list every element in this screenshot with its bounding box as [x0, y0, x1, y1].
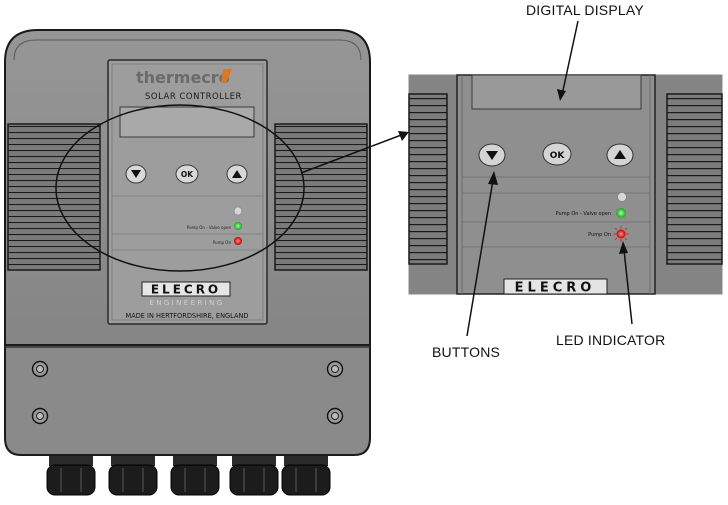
zoom-faceplate	[456, 74, 656, 295]
highlight-ellipse	[55, 104, 305, 272]
pointer-display-head	[557, 89, 566, 101]
maker-logo: ELECRO ENGINEERING	[141, 281, 231, 307]
svg-text:ENGINEERING: ENGINEERING	[149, 299, 224, 307]
buttons-callout: BUTTONS	[432, 344, 501, 360]
zoom-ok-label: OK	[550, 151, 566, 161]
down-button[interactable]	[125, 164, 147, 184]
svg-text:ELECRO: ELECRO	[515, 281, 596, 296]
zoom-led-off	[617, 192, 627, 202]
zoom-led-red	[616, 229, 626, 239]
pointer-display	[561, 20, 579, 96]
zoom-led-label-green: Pump On - Valve open	[556, 211, 611, 217]
zoom-vent-right	[666, 93, 723, 265]
screw-icon	[31, 360, 344, 425]
product-label: SOLAR CONTROLLER	[145, 92, 242, 102]
led-label-red: Pump On	[213, 240, 232, 245]
led-green	[234, 222, 242, 230]
gland-icon	[46, 456, 331, 496]
arrow-down-icon	[131, 170, 141, 178]
led-red	[234, 237, 242, 245]
controller-unit: thermecro SOLAR CONTROLLER OK Pump On - …	[4, 29, 371, 496]
zoom-inset: OK Pump On - Valve open Pump On ELECRO	[408, 74, 723, 296]
svg-text:ELECRO: ELECRO	[151, 283, 221, 297]
zoom-ok-button[interactable]: OK	[542, 142, 572, 166]
led-indicator-callout: LED INDICATOR	[556, 332, 666, 348]
pointer-led-head	[619, 241, 628, 254]
led-off	[233, 206, 243, 216]
zoom-led-green	[616, 208, 626, 218]
arrow-down-icon	[486, 151, 498, 160]
ok-button[interactable]: OK	[175, 164, 199, 184]
zoom-led-red-glow	[613, 226, 629, 242]
zoom-down-button[interactable]	[478, 143, 506, 167]
zoom-digital-display[interactable]	[471, 74, 642, 110]
vent-left	[7, 123, 101, 271]
pointer-led	[623, 249, 633, 325]
digital-display-callout: DIGITAL DISPLAY	[526, 2, 644, 18]
vent-right	[274, 123, 368, 271]
brand-logo: thermecro	[136, 68, 232, 87]
arrow-up-icon	[232, 170, 242, 178]
up-button[interactable]	[226, 164, 248, 184]
digital-display	[119, 106, 255, 138]
zoom-connector	[300, 133, 405, 174]
led-label-green: Pump On - Valve open	[187, 225, 232, 230]
arrowhead	[398, 131, 409, 141]
pointer-buttons-head	[488, 171, 498, 185]
pointer-buttons	[466, 179, 494, 337]
zoom-up-button[interactable]	[606, 143, 634, 167]
zoom-vent-left	[408, 93, 448, 265]
made-in-label: MADE IN HERTFORDSHIRE, ENGLAND	[126, 312, 249, 320]
zoom-maker-logo: ELECRO	[503, 278, 608, 296]
ok-button-label: OK	[181, 170, 194, 179]
zoom-led-label-red: Pump On	[588, 232, 611, 238]
housing-lower	[4, 344, 371, 456]
arrow-up-icon	[614, 150, 626, 159]
svg-text:thermecro: thermecro	[136, 68, 230, 87]
